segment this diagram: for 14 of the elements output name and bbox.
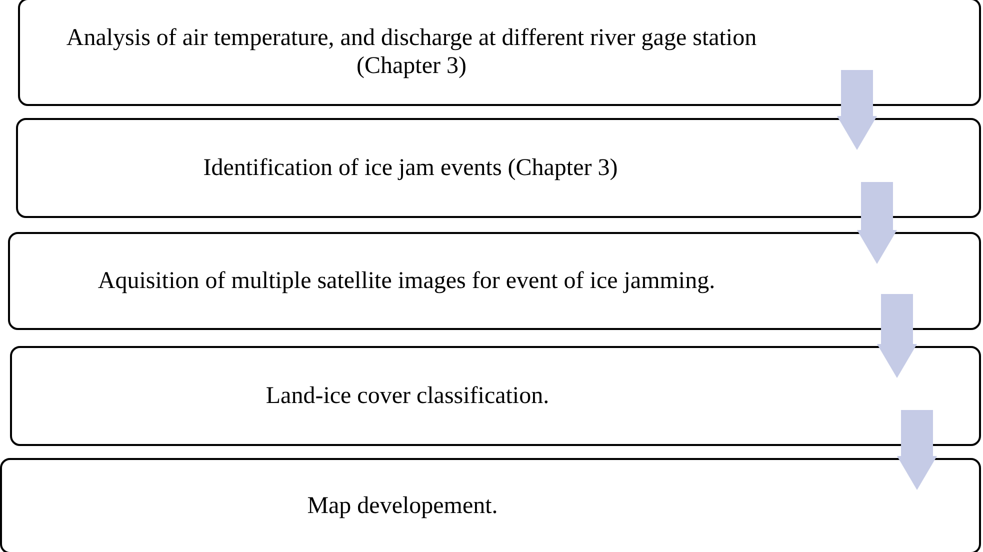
- block-arrow: [897, 410, 937, 490]
- block-arrow: [877, 294, 917, 378]
- step-text: Analysis of air temperature, and discharge at different river gage station (Chapter 3): [65, 24, 758, 80]
- process-box: [10, 346, 981, 446]
- step-text: Map developement.: [307, 492, 498, 520]
- process-box: [8, 232, 981, 330]
- step-text: Identification of ice jam events (Chapter 3): [203, 154, 618, 182]
- step-text: Land-ice cover classification.: [266, 382, 550, 410]
- block-arrow: [857, 182, 897, 264]
- process-box: [0, 458, 981, 552]
- block-arrow: [837, 70, 877, 150]
- process-box: [18, 0, 981, 106]
- step-text: Aquisition of multiple satellite images for event of ice jamming.: [98, 267, 716, 295]
- process-box: [16, 118, 981, 218]
